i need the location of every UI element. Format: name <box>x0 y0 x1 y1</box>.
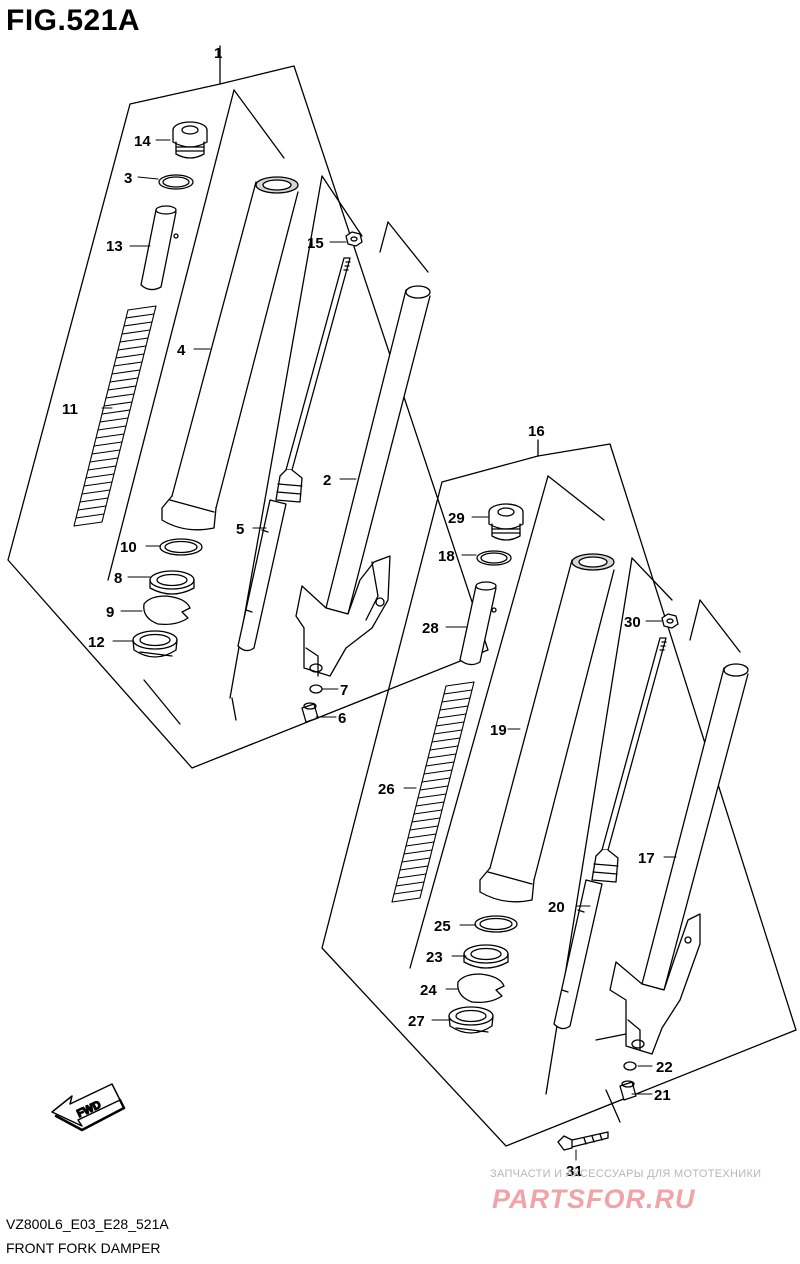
callout-13: 13 <box>106 238 123 255</box>
leader-lines <box>101 139 677 1161</box>
figure-code: VZ800L6_E03_E28_521A <box>6 1216 169 1232</box>
part-12-dust-seal <box>132 630 178 658</box>
callout-15: 15 <box>307 235 324 252</box>
part-28-spacer <box>459 581 497 666</box>
watermark-logo: PARTSFOR.RU <box>492 1184 696 1214</box>
callout-7: 7 <box>340 682 348 699</box>
callout-12: 12 <box>88 634 105 651</box>
figure-description: FRONT FORK DAMPER <box>6 1240 161 1256</box>
callout-28: 28 <box>422 620 439 637</box>
part-23-oil-seal <box>463 944 509 969</box>
fwd-arrow-icon: FWD <box>51 1083 126 1132</box>
part-26-spring <box>391 681 475 903</box>
part-10-seal <box>159 538 203 556</box>
callout-3: 3 <box>124 170 132 187</box>
callout-2: 2 <box>323 472 331 489</box>
callout-30: 30 <box>624 614 641 631</box>
callout-31: 31 <box>566 1163 583 1180</box>
callout-labels: 1 14 3 13 4 11 15 2 5 10 8 9 12 7 6 16 2… <box>62 45 673 1180</box>
callout-29: 29 <box>448 510 465 527</box>
callout-16: 16 <box>528 423 545 440</box>
part-19-outer-tube <box>479 553 615 903</box>
watermark-caption: ЗАПЧАСТИ И АКСЕССУАРЫ ДЛЯ МОТОТЕХНИКИ <box>490 1168 762 1180</box>
callout-22: 22 <box>656 1059 673 1076</box>
part-3-o-ring <box>158 174 194 190</box>
callout-17: 17 <box>638 850 655 867</box>
callout-23: 23 <box>426 949 443 966</box>
part-29-cap-bolt <box>488 503 524 541</box>
callout-26: 26 <box>378 781 395 798</box>
callout-19: 19 <box>490 722 507 739</box>
part-27-dust-seal <box>448 1006 494 1034</box>
part-11-spring <box>73 305 157 527</box>
part-5-damper-rod <box>237 257 351 652</box>
part-25-seal <box>474 915 518 933</box>
part-14-cap-bolt <box>172 121 208 159</box>
part-22-washer <box>623 1061 637 1071</box>
callout-8: 8 <box>114 570 122 587</box>
part-18-o-ring <box>476 550 512 566</box>
part-13-spacer <box>140 205 179 291</box>
callout-27: 27 <box>408 1013 425 1030</box>
part-24-clip <box>457 973 505 1004</box>
part-31-bolt <box>557 1131 609 1151</box>
part-30-nut <box>661 613 679 629</box>
callout-21: 21 <box>654 1087 671 1104</box>
callout-1: 1 <box>214 45 222 62</box>
callout-25: 25 <box>434 918 451 935</box>
callout-24: 24 <box>420 982 437 999</box>
callout-18: 18 <box>438 548 455 565</box>
assembly-outline-1 <box>7 45 489 769</box>
part-8-oil-seal <box>149 570 195 595</box>
part-7-washer <box>309 684 323 694</box>
callout-14: 14 <box>134 133 151 150</box>
callout-9: 9 <box>106 604 114 621</box>
callout-10: 10 <box>120 539 137 556</box>
part-17-inner-tube <box>609 663 749 1055</box>
part-20-damper-rod <box>553 637 667 1030</box>
callout-6: 6 <box>338 710 346 727</box>
callout-4: 4 <box>177 342 186 359</box>
part-15-nut <box>345 231 363 247</box>
part-4-outer-tube <box>161 176 299 531</box>
part-21-bolt <box>619 1080 637 1101</box>
figure-title: FIG.521A <box>6 4 141 37</box>
callout-11: 11 <box>62 401 78 418</box>
part-9-clip <box>143 595 191 626</box>
part-6-bolt <box>301 702 319 723</box>
callout-5: 5 <box>236 521 244 538</box>
callout-20: 20 <box>548 899 565 916</box>
part-2-inner-tube <box>295 285 431 677</box>
